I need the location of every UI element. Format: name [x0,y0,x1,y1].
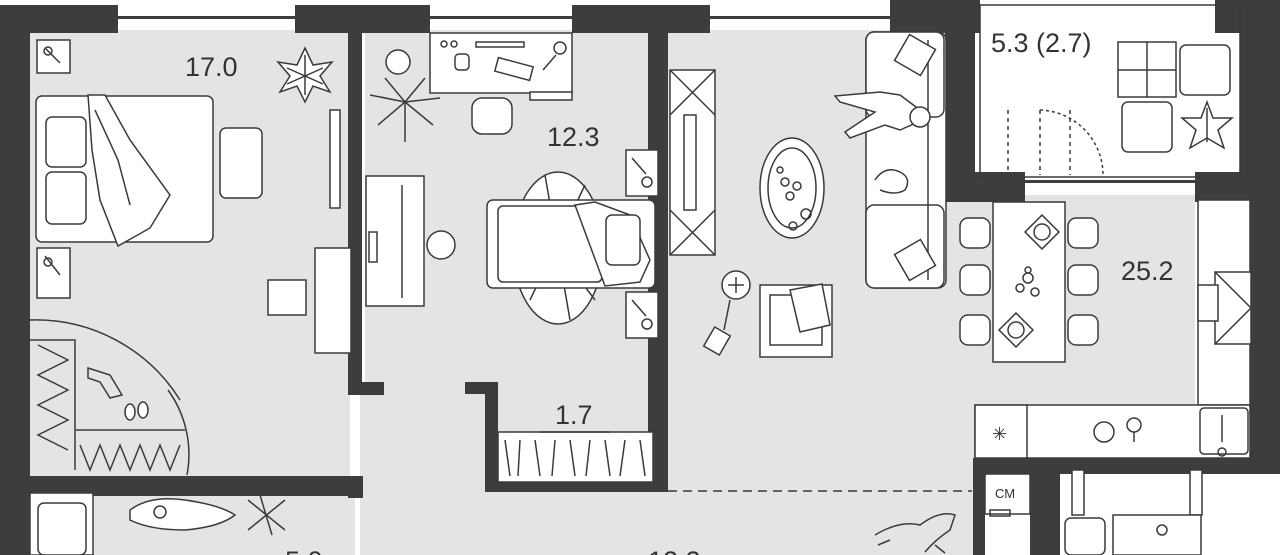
area-label-bathroom: 5.0 [285,546,323,555]
area-label-balcony: 5.3 (2.7) [991,28,1092,58]
freezer-icon: ✳ [992,424,1007,445]
area-label-bedroom: 17.0 [185,52,238,82]
dining-set [959,201,1099,363]
bedroom-furniture [29,39,352,476]
hallway-fixtures [874,469,1203,555]
storage-furniture [497,431,654,483]
balcony-furniture [1117,41,1235,153]
area-label-storage: 1.7 [555,400,593,430]
living-furniture [669,31,947,358]
kitchen-counter [974,199,1252,459]
bathroom-fixtures [29,492,286,555]
area-label-hallway: 12.2 [648,546,701,555]
balcony-frame [979,4,1241,178]
washer-label: СМ [995,486,1015,501]
area-label-kids-room: 12.3 [547,122,600,152]
area-label-living-kitchen: 25.2 [1121,256,1174,286]
kids-room-furniture [365,32,659,339]
star-plant-bedroom [276,46,334,104]
